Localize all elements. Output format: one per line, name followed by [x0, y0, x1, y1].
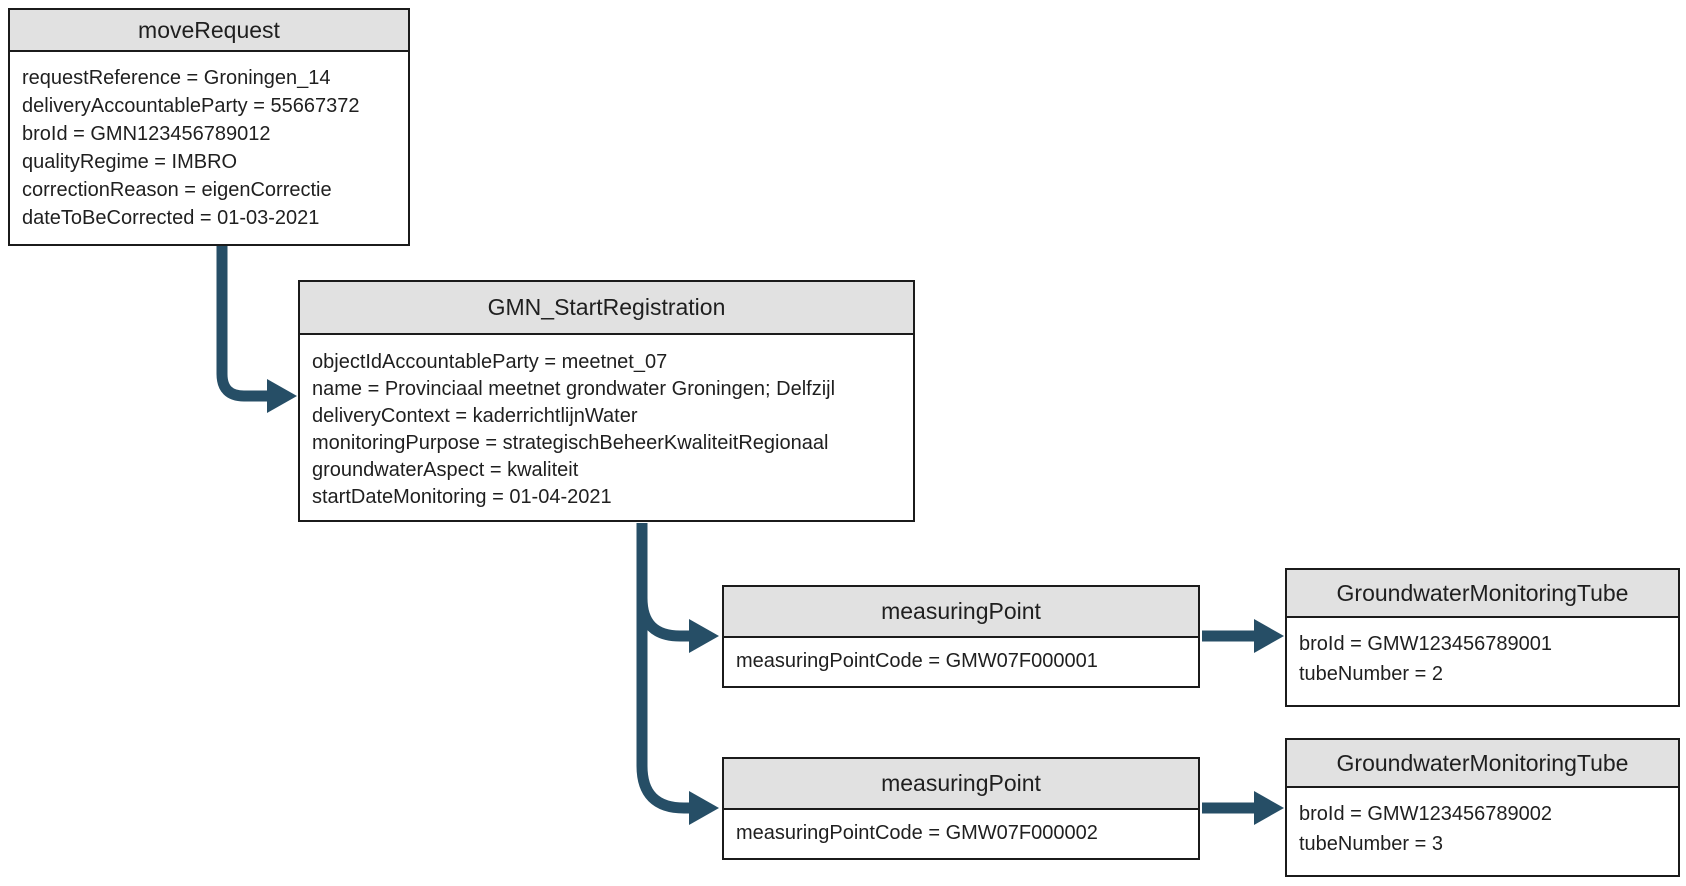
arrow-measuringpoint-1-to-tube-1	[1202, 619, 1284, 653]
node-measuring-point-1-title: measuringPoint	[724, 587, 1198, 638]
attribute-line: tubeNumber = 2	[1299, 663, 1443, 685]
node-gmn-start-registration-body: objectIdAccountableParty = meetnet_07 na…	[300, 335, 913, 511]
attribute-line: startDateMonitoring = 01-04-2021	[312, 486, 612, 508]
node-groundwater-monitoring-tube-2-body: broId = GMW123456789002 tubeNumber = 3	[1287, 788, 1678, 859]
attribute-line: qualityRegime = IMBRO	[22, 151, 238, 173]
attribute-line: requestReference = Groningen_14	[22, 67, 331, 89]
node-groundwater-monitoring-tube-2-title: GroundwaterMonitoringTube	[1287, 740, 1678, 788]
node-gmn-start-registration: GMN_StartRegistration objectIdAccountabl…	[298, 280, 915, 522]
attribute-line: measuringPointCode = GMW07F000002	[736, 821, 1098, 844]
attribute-line: name = Provinciaal meetnet grondwater Gr…	[312, 378, 836, 400]
attribute-line: deliveryAccountableParty = 55667372	[22, 95, 360, 117]
node-groundwater-monitoring-tube-2: GroundwaterMonitoringTube broId = GMW123…	[1285, 738, 1680, 877]
attribute-line: tubeNumber = 3	[1299, 833, 1443, 855]
node-move-request: moveRequest requestReference = Groningen…	[8, 8, 410, 246]
attribute-line: broId = GMW123456789001	[1299, 633, 1552, 655]
node-measuring-point-1: measuringPoint measuringPointCode = GMW0…	[722, 585, 1200, 688]
attribute-line: deliveryContext = kaderrichtlijnWater	[312, 405, 638, 427]
attribute-line: broId = GMW123456789002	[1299, 803, 1552, 825]
node-measuring-point-1-body: measuringPointCode = GMW07F000001	[724, 638, 1198, 684]
attribute-line: groundwaterAspect = kwaliteit	[312, 459, 579, 481]
arrow-moverequest-to-gmn	[216, 246, 297, 413]
node-move-request-title: moveRequest	[10, 10, 408, 52]
attribute-line: measuringPointCode = GMW07F000001	[736, 649, 1098, 672]
attribute-line: objectIdAccountableParty = meetnet_07	[312, 351, 668, 373]
node-groundwater-monitoring-tube-1-body: broId = GMW123456789001 tubeNumber = 2	[1287, 618, 1678, 689]
arrow-measuringpoint-2-to-tube-2	[1202, 791, 1284, 825]
attribute-line: broId = GMN123456789012	[22, 123, 271, 145]
arrow-gmn-to-measuringpoint-2	[636, 523, 719, 825]
node-groundwater-monitoring-tube-1-title: GroundwaterMonitoringTube	[1287, 570, 1678, 618]
node-measuring-point-2: measuringPoint measuringPointCode = GMW0…	[722, 757, 1200, 860]
attribute-line: monitoringPurpose = strategischBeheerKwa…	[312, 432, 829, 454]
attribute-line: correctionReason = eigenCorrectie	[22, 179, 332, 201]
node-gmn-start-registration-title: GMN_StartRegistration	[300, 282, 913, 335]
node-measuring-point-2-title: measuringPoint	[724, 759, 1198, 810]
attribute-line: dateToBeCorrected = 01-03-2021	[22, 207, 320, 229]
arrow-gmn-to-measuringpoint-1	[636, 588, 719, 653]
node-measuring-point-2-body: measuringPointCode = GMW07F000002	[724, 810, 1198, 856]
node-groundwater-monitoring-tube-1: GroundwaterMonitoringTube broId = GMW123…	[1285, 568, 1680, 707]
node-move-request-body: requestReference = Groningen_14 delivery…	[10, 52, 408, 232]
